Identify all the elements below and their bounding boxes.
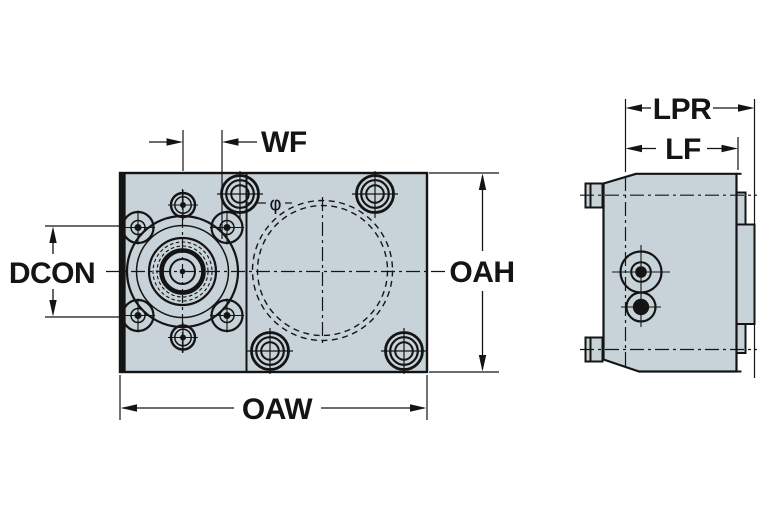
side-body <box>602 172 738 373</box>
flange-screw <box>168 322 198 353</box>
flange-bolt <box>210 298 244 333</box>
flange-bolt <box>121 298 155 333</box>
flange-screw <box>168 190 198 220</box>
mounting-bolt <box>247 328 293 374</box>
side-screws <box>612 245 670 327</box>
dim-label-lf: LF <box>665 133 701 166</box>
diameter-symbol-label: φ <box>269 193 282 215</box>
dim-oah: OAH <box>429 172 515 373</box>
dim-lpr: LPR <box>624 93 756 378</box>
flange-bolt <box>210 210 244 245</box>
dim-oaw: OAW <box>119 375 428 426</box>
dim-dcon: DCON <box>9 225 119 318</box>
dim-label-lpr: LPR <box>653 93 712 126</box>
front-view: φ <box>106 171 446 374</box>
coupling-tabs <box>584 182 604 363</box>
mounting-bolt <box>381 328 427 374</box>
dim-lf: LF <box>625 133 739 170</box>
clamping-bore-circle <box>251 197 394 343</box>
flange-bolts <box>121 210 244 333</box>
diameter-symbol: φ <box>246 193 292 215</box>
flange-bolt <box>121 210 155 245</box>
dim-wf: WF <box>149 126 307 239</box>
dim-label-wf: WF <box>261 126 307 159</box>
dim-label-oah: OAH <box>449 256 514 289</box>
mounting-bolt <box>352 171 398 218</box>
flange-screws <box>168 190 198 353</box>
side-view <box>580 172 757 373</box>
mounting-bolts <box>217 171 427 374</box>
dim-label-dcon: DCON <box>9 257 95 290</box>
mounting-bolt <box>217 171 263 218</box>
dim-label-oaw: OAW <box>242 393 313 426</box>
